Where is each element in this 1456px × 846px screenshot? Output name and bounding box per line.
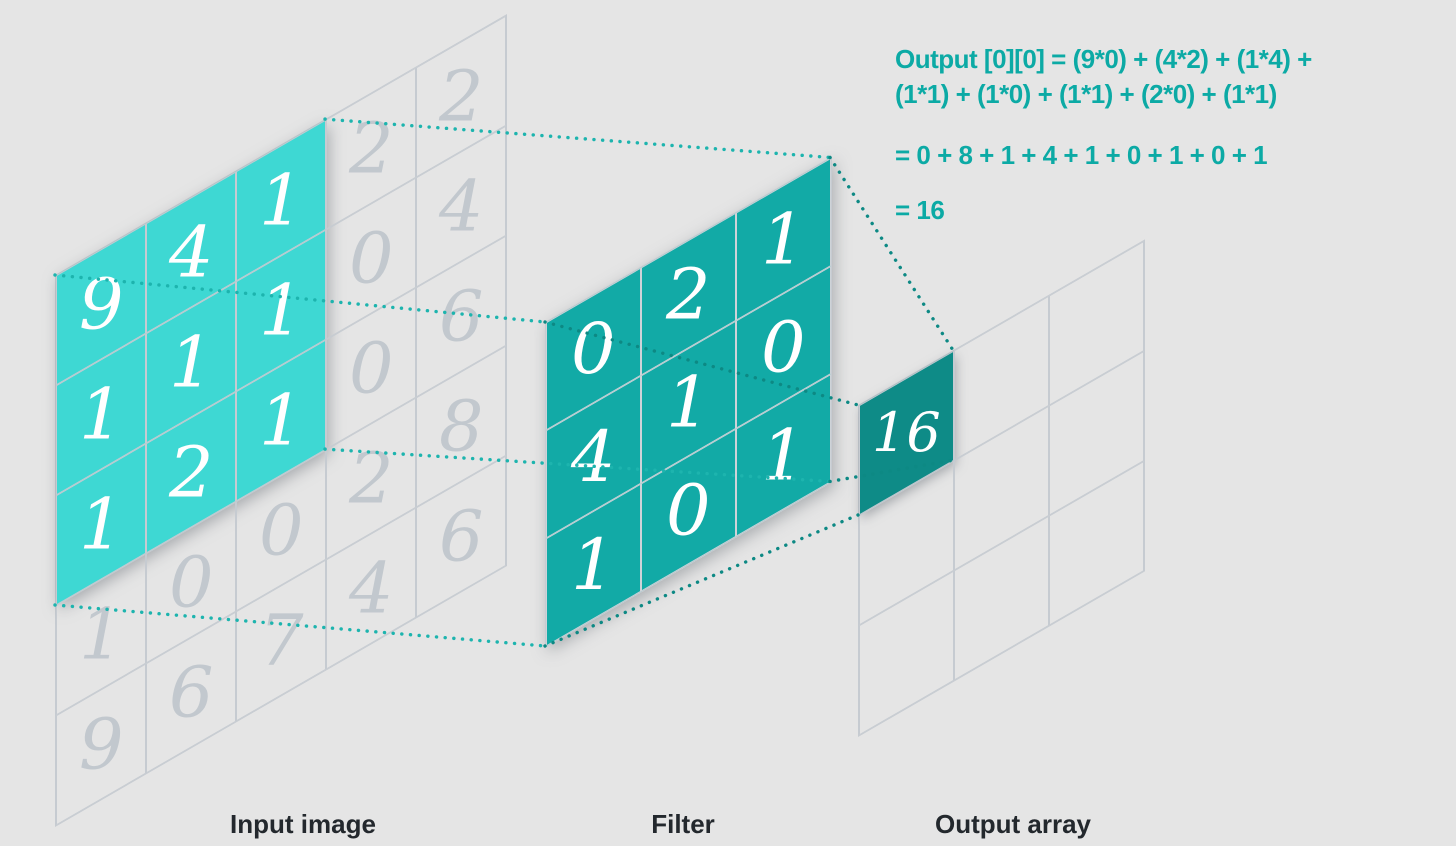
input-cell-value: 0 <box>348 327 394 410</box>
input-cell-value: 7 <box>258 599 304 682</box>
filter-cell-value: 0 <box>571 308 616 391</box>
equation-line: = 0 + 8 + 1 + 4 + 1 + 0 + 1 + 0 + 1 <box>895 140 1268 170</box>
filter-cell-value: 1 <box>571 524 616 607</box>
output-result-cell-value: 16 <box>872 400 941 464</box>
input-cell-value: 1 <box>258 269 304 352</box>
input-cell-value: 1 <box>78 483 124 566</box>
input-cell-value: 1 <box>258 159 304 242</box>
input-image-label: Input image <box>230 809 376 839</box>
input-cell-value: 4 <box>438 165 484 248</box>
equation-line: (1*1) + (1*0) + (1*1) + (2*0) + (1*1) <box>895 79 1277 109</box>
filter-cell-value: 4 <box>571 416 616 499</box>
output-grid: 16 <box>858 239 1145 737</box>
filter-cell-value: 0 <box>761 306 806 389</box>
input-cell-value: 9 <box>78 263 124 346</box>
input-cell-value: 6 <box>438 275 484 358</box>
filter-cell-value: 1 <box>761 198 806 281</box>
input-cell-value: 4 <box>168 211 214 294</box>
filter-cell-value: 0 <box>666 469 711 552</box>
input-cell-value: 2 <box>438 55 484 138</box>
input-cell-value: 0 <box>348 217 394 300</box>
input-cell-value: 8 <box>438 385 484 468</box>
equation-line: = 16 <box>895 195 945 225</box>
input-cell-value: 2 <box>168 431 214 514</box>
input-cell-value: 9 <box>78 703 124 786</box>
filter-label: Filter <box>651 809 715 839</box>
input-cell-value: 1 <box>258 379 304 462</box>
equation-line: Output [0][0] = (9*0) + (4*2) + (1*4) + <box>895 44 1312 74</box>
filter-cell-value: 1 <box>666 361 711 444</box>
input-cell-value: 1 <box>168 321 214 404</box>
input-cell-value: 2 <box>348 107 394 190</box>
input-cell-value: 6 <box>438 495 484 578</box>
output-array-label: Output array <box>934 809 1092 839</box>
input-cell-value: 1 <box>78 593 124 676</box>
filter-cell-value: 2 <box>666 253 711 336</box>
input-cell-value: 0 <box>258 489 304 572</box>
equation-text: Output [0][0] = (9*0) + (4*2) + (1*4) + … <box>895 42 1456 228</box>
input-cell-value: 6 <box>168 651 214 734</box>
filter-cell-value: 1 <box>761 414 806 497</box>
input-cell-value: 0 <box>168 541 214 624</box>
input-cell-value: 2 <box>348 437 394 520</box>
input-cell-value: 4 <box>348 547 394 630</box>
input-cell-value: 1 <box>78 373 124 456</box>
